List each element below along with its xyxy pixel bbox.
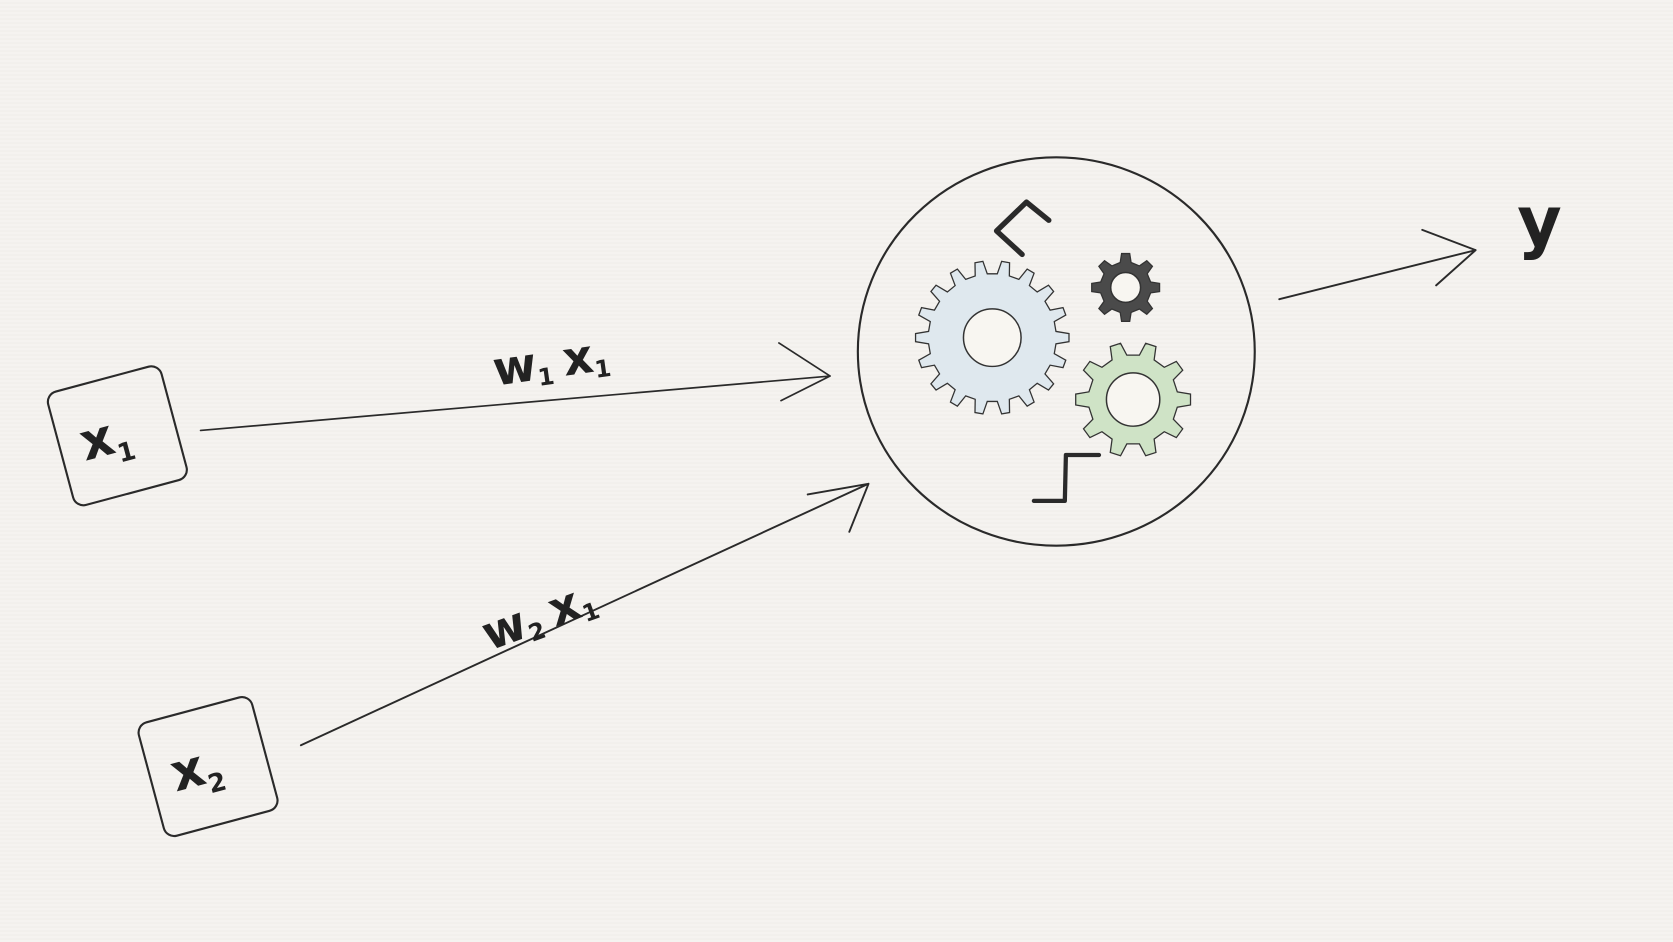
input-node-x2: x2 <box>137 696 279 838</box>
neuron-circle <box>856 156 1256 547</box>
step-function-icon <box>1031 452 1102 504</box>
edge-weight-label-1: w1x1 <box>489 327 613 398</box>
green-gear-hole <box>1105 372 1161 427</box>
input-box <box>137 696 279 838</box>
edge-weight-label-2: w2x1 <box>474 570 603 662</box>
input-node-x1: x1 <box>46 365 188 507</box>
sum-symbol-icon <box>993 199 1052 258</box>
large-gear-hole <box>962 308 1022 368</box>
output-arrow: y <box>1278 183 1562 301</box>
input-label: x2 <box>164 733 230 809</box>
neuron-node: Σ <box>856 156 1256 547</box>
output-label: y <box>1517 183 1562 262</box>
input-box <box>46 365 188 507</box>
small-dark-gear-hole <box>1109 271 1142 304</box>
edge-arrow-1: w1x1 <box>199 327 831 432</box>
input-label: x1 <box>73 402 139 478</box>
edge-arrow-2: w2x1 <box>299 482 870 747</box>
